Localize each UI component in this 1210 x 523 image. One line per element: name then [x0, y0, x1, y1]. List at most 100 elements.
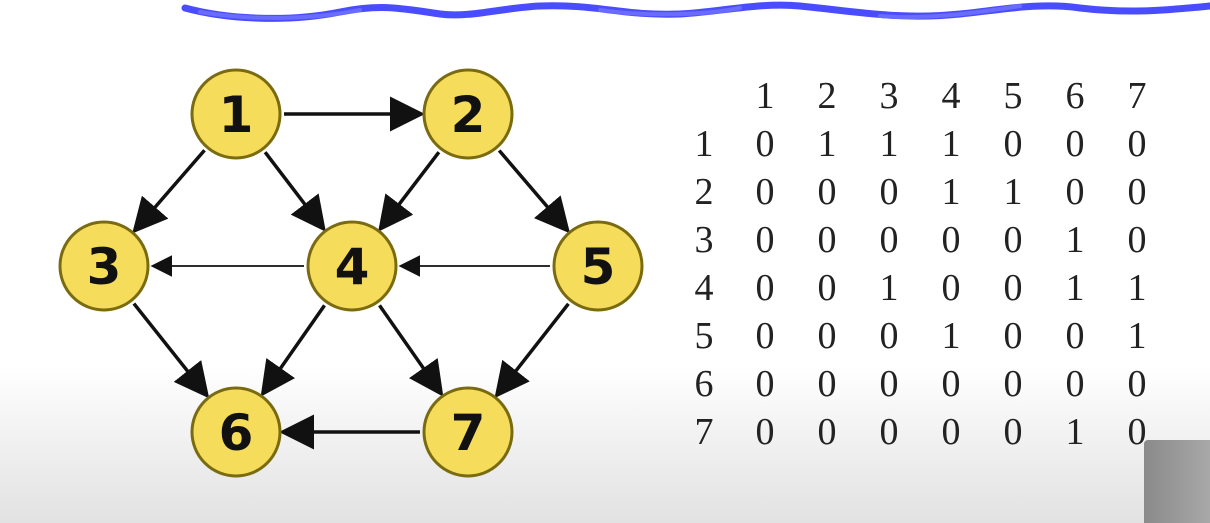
matrix-cell: 0 [817, 219, 837, 261]
matrix-cell: 0 [1127, 123, 1147, 165]
edge-5-to-7 [494, 302, 570, 399]
matrix-row-header: 1 [694, 123, 714, 165]
node-3: 3 [58, 220, 150, 312]
node-4: 4 [306, 220, 398, 312]
nodes-layer: 1 2 3 4 5 6 7 [58, 68, 644, 478]
node-circle [306, 220, 398, 312]
matrix-cell: 1 [1065, 411, 1085, 453]
matrix-cell: 0 [817, 267, 837, 309]
node-label: 4 [335, 238, 370, 296]
node-label: 6 [219, 404, 254, 462]
matrix-cell: 0 [879, 315, 899, 357]
node-label: 7 [451, 404, 486, 462]
node-circle [422, 386, 514, 478]
matrix-cell: 0 [755, 123, 775, 165]
node-1: 1 [190, 68, 282, 160]
matrix-cell: 0 [1127, 363, 1147, 405]
edge-1-to-4 [263, 151, 326, 232]
matrix-cell: 0 [1003, 123, 1023, 165]
matrix-cell: 0 [817, 315, 837, 357]
matrix-row-header: 7 [694, 411, 714, 453]
matrix-cell: 0 [879, 363, 899, 405]
matrix-cell: 0 [1127, 219, 1147, 261]
matrix-cell: 0 [1003, 219, 1023, 261]
matrix-cell: 0 [1127, 171, 1147, 213]
edge-2-to-5 [497, 149, 571, 234]
matrix-cell: 0 [1065, 171, 1085, 213]
matrix-cell: 1 [1127, 267, 1147, 309]
scribble-stroke-2 [198, 4, 1022, 20]
handwritten-scribble [181, 1, 1210, 22]
node-2: 2 [422, 68, 514, 160]
matrix-cell: 0 [1065, 363, 1085, 405]
node-label: 5 [581, 238, 616, 296]
matrix-cell: 1 [879, 123, 899, 165]
matrix-cell: 0 [1003, 315, 1023, 357]
matrix-cell: 1 [1065, 219, 1085, 261]
node-5: 5 [552, 220, 644, 312]
matrix-cell: 0 [1065, 123, 1085, 165]
node-6: 6 [190, 386, 282, 478]
matrix-cell: 0 [755, 267, 775, 309]
matrix-cell: 0 [1065, 315, 1085, 357]
matrix-row-header: 2 [694, 171, 714, 213]
matrix-cell: 0 [755, 411, 775, 453]
matrix-cell: 1 [817, 123, 837, 165]
matrix-cell: 0 [879, 171, 899, 213]
edge-1-to-3 [132, 149, 206, 234]
matrix-cell: 1 [1127, 315, 1147, 357]
matrix-row-header: 3 [694, 219, 714, 261]
matrix-column-header: 2 [817, 75, 837, 117]
matrix-cell: 0 [941, 267, 961, 309]
matrix-cell: 0 [941, 411, 961, 453]
edges-layer [132, 96, 571, 450]
node-circle [552, 220, 644, 312]
matrix-column-header: 3 [879, 75, 899, 117]
matrix-cell: 0 [879, 219, 899, 261]
matrix-cell: 0 [879, 411, 899, 453]
node-circle [190, 386, 282, 478]
corner-overlay [1144, 440, 1210, 523]
matrix-cell: 0 [817, 411, 837, 453]
node-label: 3 [87, 238, 122, 296]
matrix-cell: 0 [1127, 411, 1147, 453]
matrix-cell: 0 [755, 315, 775, 357]
matrix-column-header: 6 [1065, 75, 1085, 117]
matrix-cell: 0 [1003, 363, 1023, 405]
matrix-cell: 0 [817, 363, 837, 405]
matrix-column-header: 1 [755, 75, 775, 117]
node-circle [190, 68, 282, 160]
matrix-cell: 0 [817, 171, 837, 213]
matrix-row-header: 6 [694, 363, 714, 405]
node-circle [58, 220, 150, 312]
directed-graph: 1 2 3 4 5 6 7 [58, 68, 644, 478]
node-label: 2 [451, 86, 486, 144]
matrix-corner [674, 72, 734, 120]
node-circle [422, 68, 514, 160]
matrix-column-header: 5 [1003, 75, 1023, 117]
matrix-cell: 1 [879, 267, 899, 309]
matrix-cell: 0 [941, 219, 961, 261]
matrix-cell: 1 [1003, 171, 1023, 213]
edge-2-to-4 [378, 151, 441, 232]
node-label: 1 [219, 86, 254, 144]
matrix-cell: 0 [755, 171, 775, 213]
edge-4-to-6 [260, 304, 326, 397]
edge-4-to-7 [378, 304, 444, 397]
matrix-cell: 1 [941, 123, 961, 165]
matrix-column-header: 4 [941, 75, 961, 117]
matrix-row-header: 5 [694, 315, 714, 357]
matrix-row-header: 4 [694, 267, 714, 309]
matrix-cell: 0 [755, 363, 775, 405]
matrix-cell: 1 [1065, 267, 1085, 309]
node-7: 7 [422, 386, 514, 478]
edge-3-to-6 [132, 302, 210, 399]
